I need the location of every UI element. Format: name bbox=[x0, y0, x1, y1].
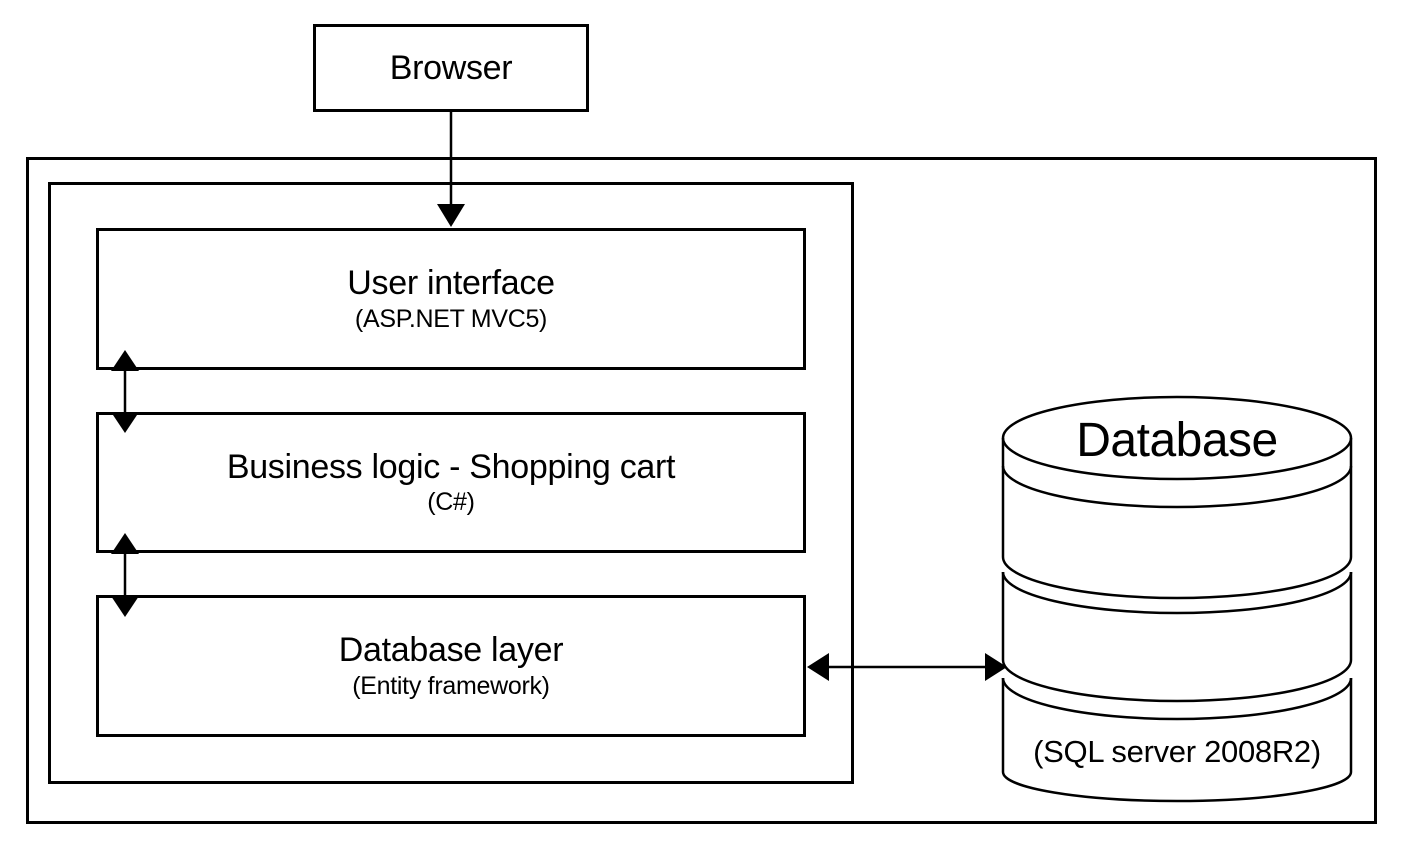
database-subtitle: (SQL server 2008R2) bbox=[1033, 734, 1321, 769]
database-layer-box: Database layer (Entity framework) bbox=[96, 595, 806, 737]
layer-subtitle: (C#) bbox=[427, 488, 475, 517]
layer-subtitle: (Entity framework) bbox=[352, 671, 550, 700]
layer-subtitle: (ASP.NET MVC5) bbox=[354, 304, 548, 333]
business-logic-layer-box: Business logic - Shopping cart (C#) bbox=[96, 412, 806, 553]
layer-title: Business logic - Shopping cart bbox=[226, 447, 676, 486]
user-interface-layer-box: User interface (ASP.NET MVC5) bbox=[96, 228, 806, 370]
browser-box: Browser bbox=[313, 24, 589, 112]
browser-label: Browser bbox=[389, 48, 513, 87]
layer-title: Database layer bbox=[338, 631, 564, 670]
system-boundary-box bbox=[26, 157, 1377, 824]
layer-title: User interface bbox=[347, 264, 555, 303]
database-title: Database bbox=[1076, 413, 1278, 467]
